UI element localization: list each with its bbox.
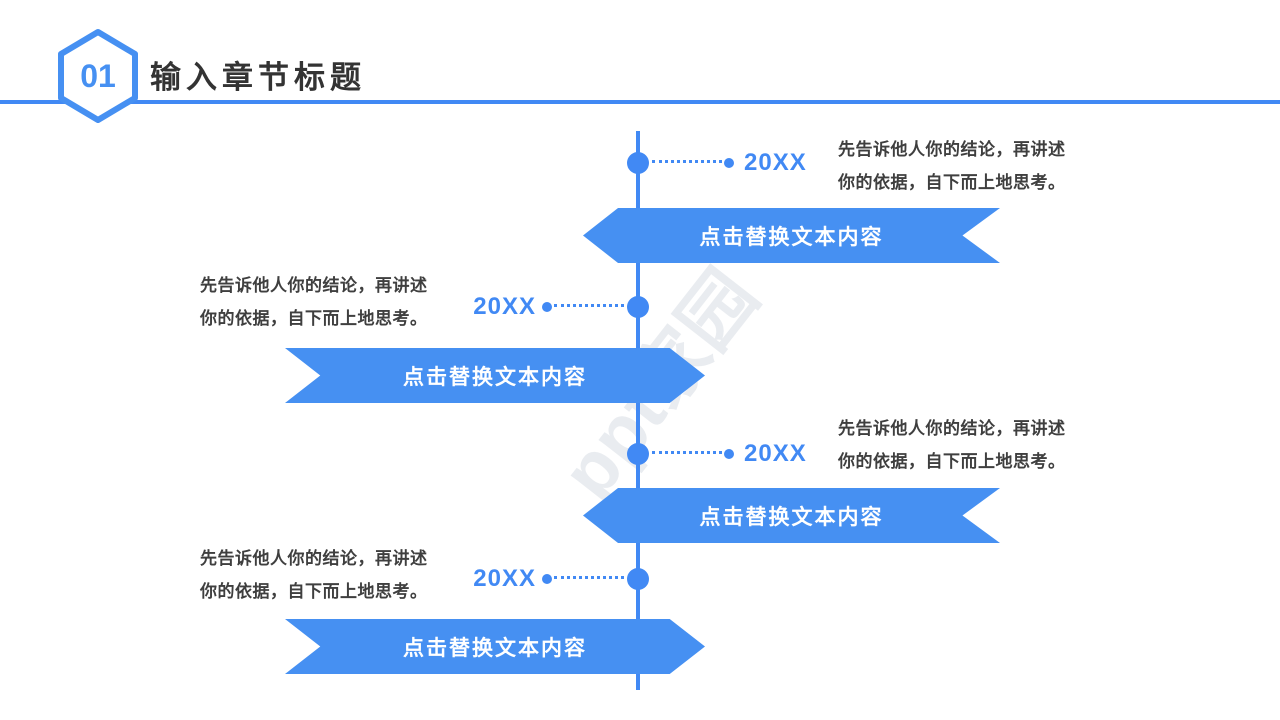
header-divider-line [0,100,1280,104]
text-placeholder-banner[interactable]: 点击替换文本内容 [285,348,705,403]
section-number-hexagon-badge: 01 [58,29,138,123]
year-label[interactable]: 20XX [473,293,536,320]
text-placeholder-banner[interactable]: 点击替换文本内容 [583,208,1000,263]
year-label[interactable]: 20XX [473,565,536,592]
entry-description[interactable]: 先告诉他人你的结论，再讲述 你的依据，自下而上地思考。 [838,419,1066,471]
connector-end-dot [542,302,552,312]
timeline-node-dot [627,152,649,174]
timeline-axis [636,131,640,690]
dotted-connector [652,451,722,454]
dotted-connector [554,576,624,579]
connector-end-dot [724,158,734,168]
entry-description[interactable]: 先告诉他人你的结论，再讲述 你的依据，自下而上地思考。 [838,140,1066,192]
timeline-node-dot [627,568,649,590]
connector-end-dot [542,574,552,584]
text-placeholder-banner[interactable]: 点击替换文本内容 [285,619,705,674]
dotted-connector [652,160,722,163]
connector-end-dot [724,449,734,459]
year-label[interactable]: 20XX [744,149,807,176]
section-number: 01 [80,58,116,94]
entry-description[interactable]: 先告诉他人你的结论，再讲述 你的依据，自下而上地思考。 [200,276,428,328]
text-placeholder-banner[interactable]: 点击替换文本内容 [583,488,1000,543]
year-label[interactable]: 20XX [744,440,807,467]
timeline-node-dot [627,296,649,318]
entry-description[interactable]: 先告诉他人你的结论，再讲述 你的依据，自下而上地思考。 [200,549,428,601]
section-title[interactable]: 输入章节标题 [150,60,366,95]
dotted-connector [554,304,624,307]
timeline-node-dot [627,443,649,465]
hexagon-icon [58,29,138,123]
